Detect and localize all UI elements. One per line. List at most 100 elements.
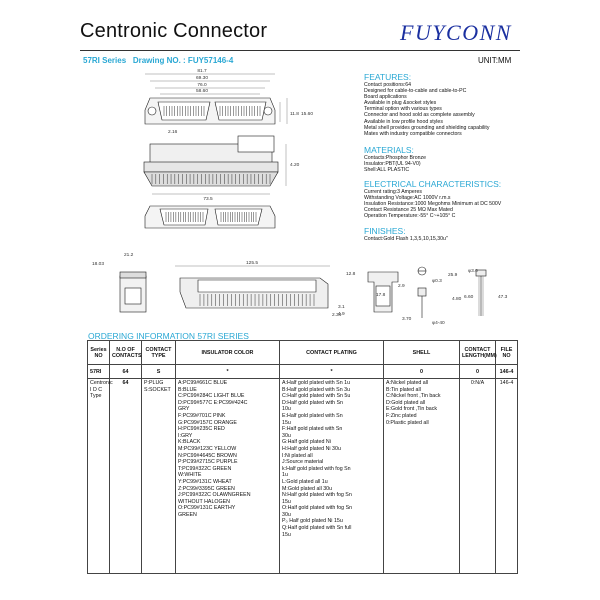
insulator-option: H:PC99#235C RED [178, 426, 225, 433]
table-cell: 57RI [87, 364, 110, 379]
insulator-option: GREEN [178, 511, 197, 518]
plating-option: M:Gold plated all 30u [282, 485, 333, 492]
plating-option: k:Half gold plated with fog Sn [282, 465, 351, 472]
plating-option: I:Ni plated all [282, 452, 313, 459]
electrical-item: Withstanding Voltage:AC 1000V r.m.s [364, 195, 451, 202]
dim-label: φ0.3 [432, 278, 442, 284]
code-row: 57RI 64 S * * 0 0 146-4 [87, 364, 518, 379]
electrical-item: Operation Temperature:-55° C~+105° C [364, 213, 456, 220]
dim-label: 6.60 [464, 294, 474, 300]
dim-label: 4.20 [290, 162, 300, 168]
table-cell: 0 [459, 364, 496, 379]
drawing-number: Drawing NO. : FUY57146-4 [132, 56, 234, 65]
plating-option: A:Half gold plated with Sn 1u [282, 380, 351, 386]
dim-label: 15.60 [301, 111, 313, 117]
plating-option: 30u [282, 511, 291, 518]
column-header: CONTACT PLATING [279, 340, 384, 365]
contact-length-cell: 0:N/A [459, 378, 496, 574]
shell-option: 0:Plastic plated all [386, 419, 429, 426]
shell-option: A:Nickel plated all [386, 380, 429, 386]
material-item: Shell:ALL PLASTIC [364, 167, 410, 174]
plating-option: J:Source material [282, 459, 324, 466]
insulator-option: O:PC99#131C EARTHY [178, 505, 236, 512]
brand-logo-text: FUYCONN [400, 20, 512, 45]
header-divider [80, 50, 520, 51]
insulator-option: P:PC99#2715C PURPLE [178, 459, 238, 466]
feature-item: Contact positions:64 [364, 82, 412, 88]
finishes-heading: FINISHES: [364, 226, 406, 236]
finishes-block: FINISHES: Contact:Gold Flash 1,3,5,10,15… [364, 226, 448, 242]
plating-option: 15u [282, 419, 291, 426]
screw-view [417, 266, 427, 318]
plating-option: H:Half gold plated Ni 30u [282, 445, 341, 452]
dim-label: 47.3 [498, 294, 508, 300]
long-profile-view [175, 265, 330, 309]
dim-label: 3.70 [402, 316, 412, 322]
series-line: I D C [90, 386, 103, 393]
contact-type-option: P:PLUG [144, 380, 164, 386]
plating-option: O:Half gold plated with fog Sn [282, 505, 353, 512]
series-line: Type [90, 393, 102, 400]
dim-label: 25.9 [448, 272, 458, 278]
table-cell: 64 [109, 364, 142, 379]
dim-label: φ3.0 [468, 268, 478, 274]
materials-heading: MATERIALS: [364, 145, 414, 155]
electrical-item: Contact Resistance 25 MΩ Max Mated [364, 207, 453, 214]
feature-item: Board applications [364, 94, 407, 101]
dim-label: 11.8 [290, 111, 299, 117]
dim-label: 12.8 [346, 271, 356, 277]
column-header: CONTACT TYPE [141, 340, 176, 365]
plating-option: 1u [282, 472, 288, 479]
contacts-cell: 64 [109, 378, 142, 574]
dim-label: 18.03 [92, 261, 104, 267]
insulator-option: Z:PC99#3395C GREEN [178, 485, 235, 492]
feature-item: Available in plug &socket styles [364, 100, 437, 107]
plating-option: L:Gold plated all 1u [282, 478, 328, 485]
connector-bottom-view [144, 205, 276, 229]
shell-option: B:Tin plated all [386, 386, 421, 393]
dim-label: 17.8 [376, 292, 386, 298]
table-cell: * [175, 364, 280, 379]
electrical-heading: ELECTRICAL CHARACTERISTICS: [364, 179, 502, 189]
column-header: N.O OF CONTACTS [109, 340, 142, 365]
finishes-list: Contact:Gold Flash 1,3,5,10,15,30u" [364, 236, 448, 242]
dim-label: 125.5 [246, 260, 258, 266]
insulator-option: C:PC99#284C LIGHT BLUE [178, 393, 245, 400]
dim-label: 58.60 [196, 88, 208, 94]
material-item: Contacts:Phosphor Bronze [364, 155, 426, 161]
plating-option: D:Half gold plated with Sn [282, 399, 343, 406]
dim-label: 21.2 [124, 252, 134, 258]
latch-clip-view [367, 271, 399, 313]
insulator-option: M:PC99#123C YELLOW [178, 445, 237, 452]
insulator-option: G:PC99#157C ORANGE [178, 419, 237, 426]
contact-type-option: S:SOCKET [144, 386, 171, 393]
plating-option: P₀ Half gold plated Ni 15u [282, 518, 343, 525]
table-header-row: Series NO N.O OF CONTACTS CONTACT TYPE I… [87, 340, 518, 365]
dim-label: 3.1 [338, 304, 345, 310]
plating-option: E:Half gold plated with Sn [282, 412, 343, 419]
column-header: INSULATOR COLOR [175, 340, 280, 365]
feature-item: Available in low profile hood styles [364, 118, 443, 125]
shell-option: C:Nickel front ,Tin back [386, 393, 441, 400]
insulator-option: WITHOUT HALOGEN [178, 498, 230, 505]
dim-label: 73.5 [203, 196, 213, 202]
insulator-option: I:GRY [178, 432, 193, 439]
shell-option: E:Gold front ,Tin back [386, 406, 438, 413]
insulator-option: GRY [178, 406, 190, 413]
feature-item: Connector and hood sold as complete asse… [364, 112, 475, 119]
dim-label: 69.30 [196, 75, 208, 81]
table-cell: S [141, 364, 176, 379]
long-screw-view [475, 269, 487, 316]
electrical-block: ELECTRICAL CHARACTERISTICS: Current rati… [364, 179, 501, 219]
dim-label: 4.9 [338, 311, 345, 317]
plating-option: F:Half gold plated with Sn [282, 426, 343, 433]
